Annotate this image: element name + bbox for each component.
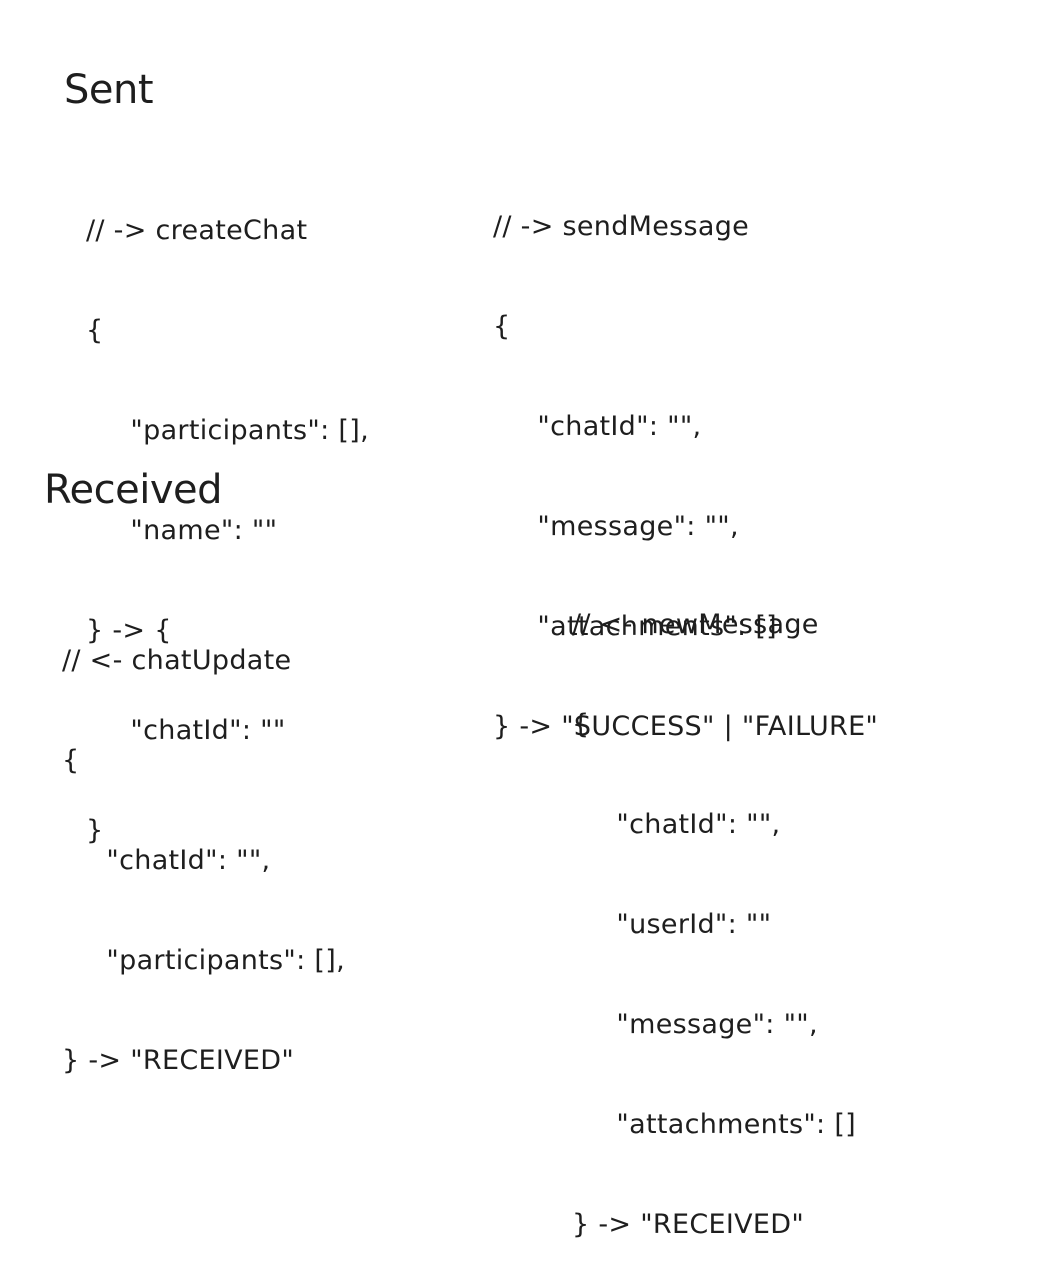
code-line: { (62, 745, 80, 776)
code-line: } -> "SUCCESS" | "FAILURE" (493, 711, 879, 742)
code-line: { (572, 709, 590, 740)
code-line: // <- chatUpdate (62, 645, 292, 676)
code-block-create-chat: // -> createChat { "participants": [], "… (86, 150, 369, 881)
code-line: "chatId": "" (86, 715, 286, 746)
code-line: "userId": "" (572, 909, 772, 940)
code-line: "message": "", (493, 511, 739, 542)
code-line: { (86, 315, 104, 346)
code-line: "participants": [], (86, 415, 369, 446)
code-line: { (493, 311, 511, 342)
code-line: // -> sendMessage (493, 211, 750, 242)
section-title-received: Received (44, 467, 223, 513)
code-line: } (86, 815, 104, 846)
code-line: "chatId": "", (572, 809, 781, 840)
code-line: "attachments": [] (493, 611, 777, 642)
code-line: "chatId": "", (62, 845, 271, 876)
code-line: } -> { (86, 615, 172, 646)
code-block-chat-update: // <- chatUpdate { "chatId": "", "partic… (62, 580, 345, 1111)
code-line: "name": "" (86, 515, 278, 546)
code-block-new-message: // <- newMessage { "chatId": "", "userId… (572, 544, 856, 1275)
code-line: "attachments": [] (572, 1109, 856, 1140)
code-line: "participants": [], (62, 945, 345, 976)
code-line: "chatId": "", (493, 411, 702, 442)
code-line: // <- newMessage (572, 609, 819, 640)
code-block-send-message: // -> sendMessage { "chatId": "", "messa… (493, 146, 878, 777)
code-line: // -> createChat (86, 215, 308, 246)
code-line: } -> "RECEIVED" (572, 1209, 805, 1240)
section-title-sent: Sent (64, 67, 154, 113)
code-line: } -> "RECEIVED" (62, 1045, 295, 1076)
code-line: "message": "", (572, 1009, 818, 1040)
